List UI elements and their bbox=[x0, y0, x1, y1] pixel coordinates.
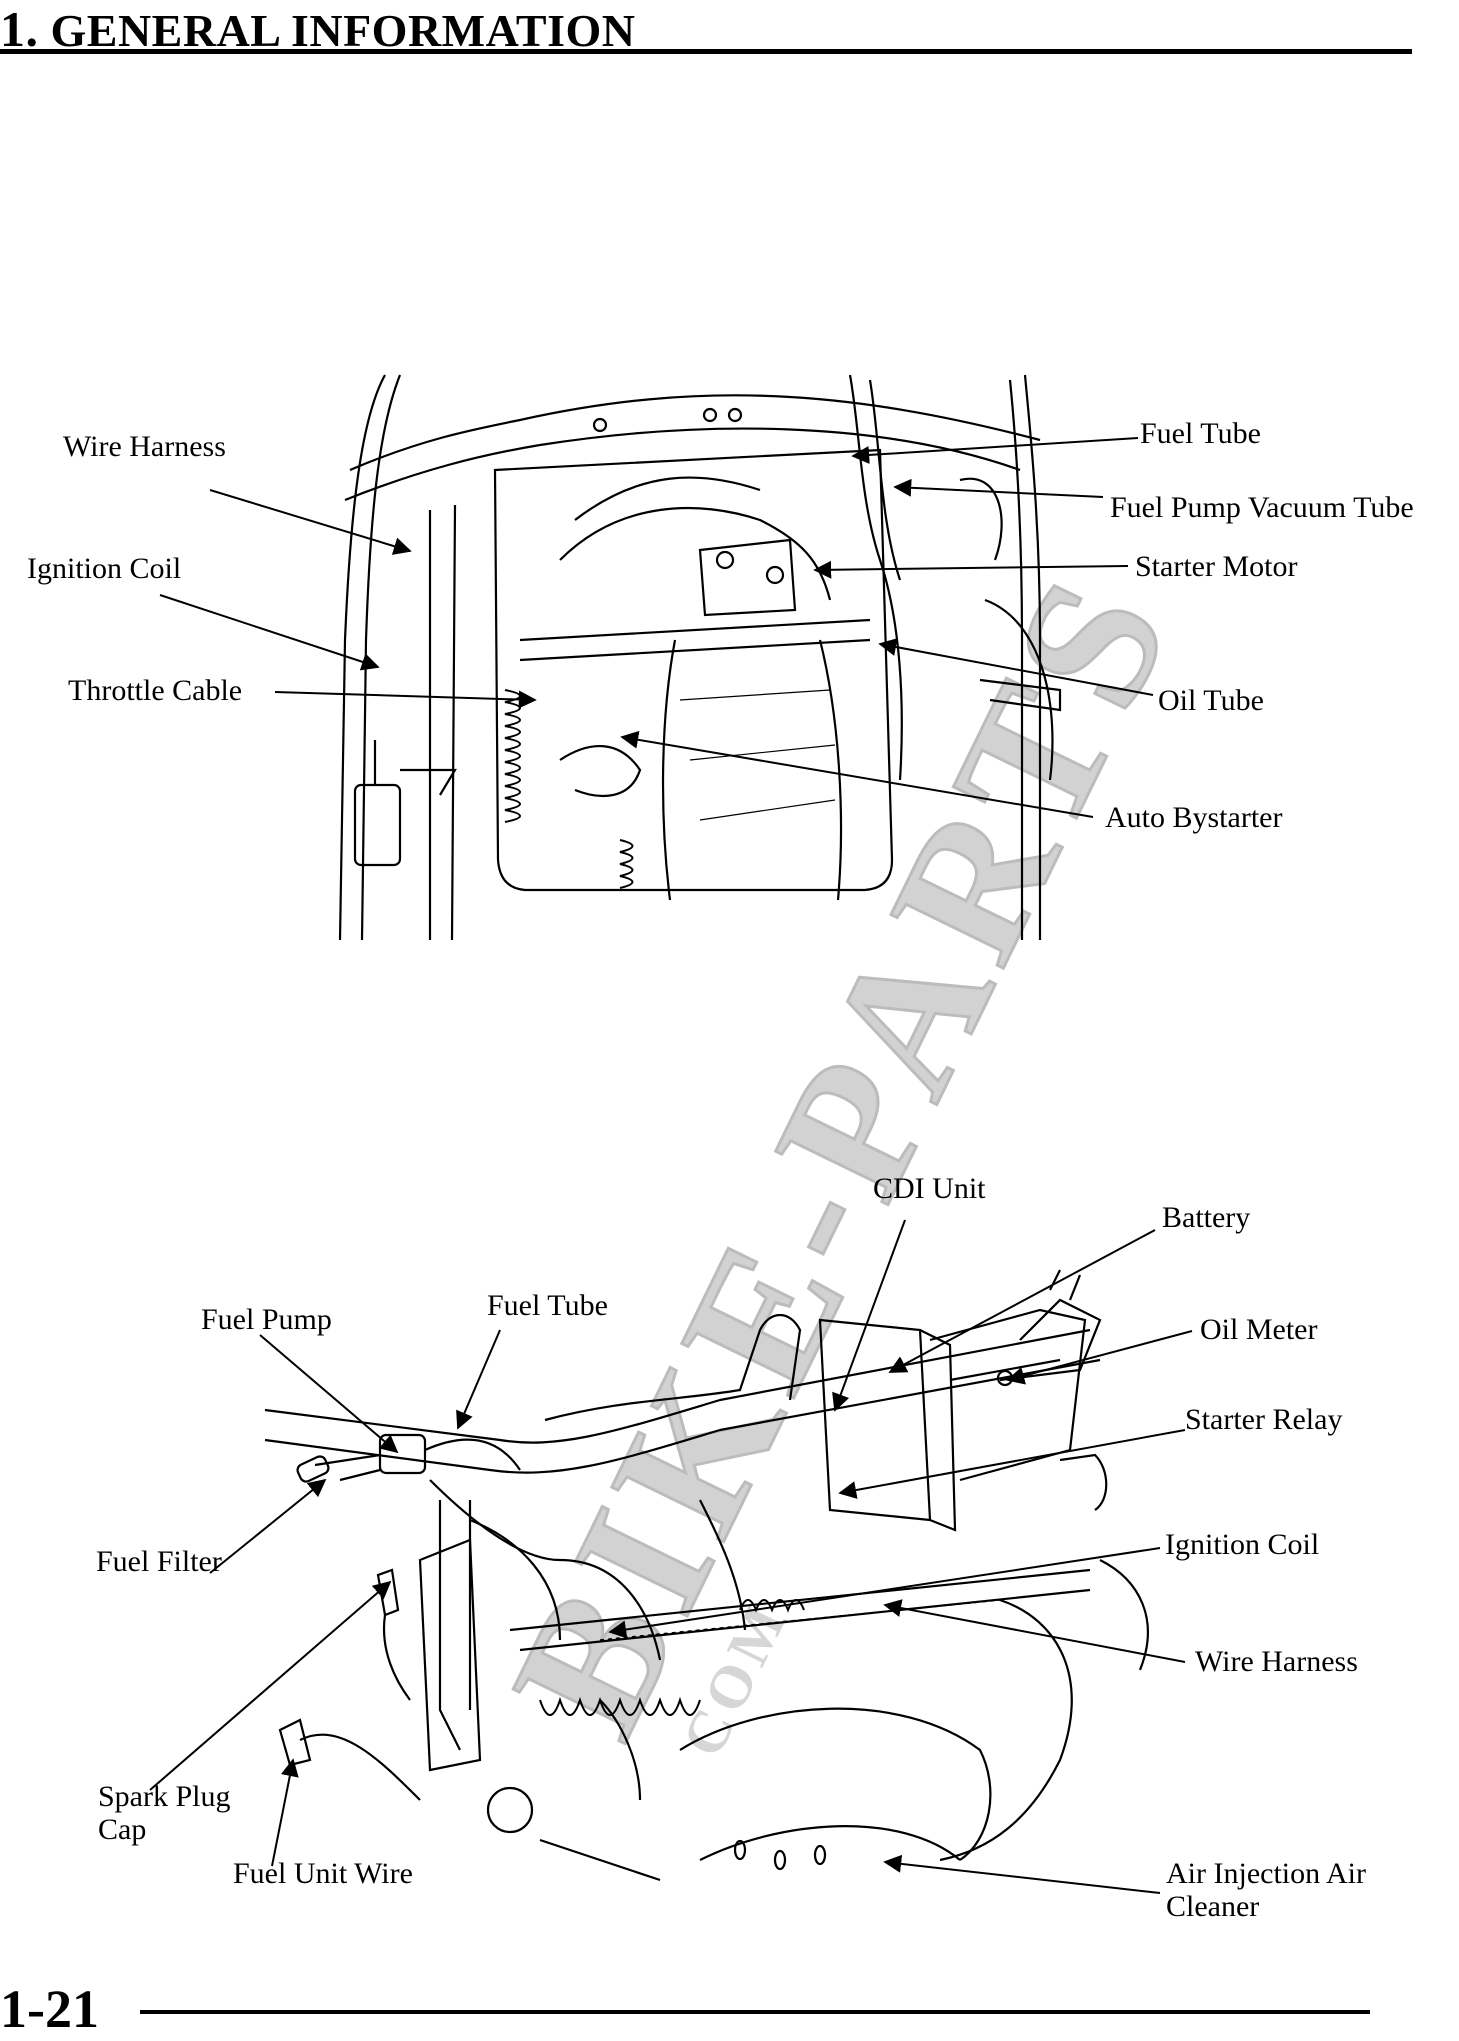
label-fuel-pump-vacuum-tube: Fuel Pump Vacuum Tube bbox=[1110, 491, 1414, 524]
leader-fuel-filter bbox=[209, 1478, 327, 1574]
label-wire-harness-bottom: Wire Harness bbox=[1195, 1645, 1358, 1678]
label-starter-motor: Starter Motor bbox=[1135, 550, 1298, 583]
leader-auto-bystarter bbox=[620, 730, 1094, 818]
leader-oil-meter bbox=[1006, 1330, 1193, 1385]
section-number: 1. bbox=[0, 1, 39, 57]
footer-rule bbox=[140, 2010, 1370, 2014]
leader-fuel-tube-bottom bbox=[456, 1329, 501, 1430]
header-rule bbox=[0, 49, 1412, 54]
label-ignition-coil-top: Ignition Coil bbox=[27, 552, 182, 585]
label-oil-meter: Oil Meter bbox=[1200, 1313, 1318, 1346]
label-spark-plug-cap-line2: Cap bbox=[98, 1813, 147, 1846]
leader-ignition-coil-bottom bbox=[608, 1547, 1161, 1639]
label-fuel-unit-wire: Fuel Unit Wire bbox=[233, 1857, 413, 1890]
section-title: GENERAL INFORMATION bbox=[50, 5, 636, 56]
label-spark-plug-cap: Spark Plug Cap bbox=[98, 1780, 231, 1846]
label-oil-tube: Oil Tube bbox=[1158, 684, 1264, 717]
page-number: 1-21 bbox=[0, 1979, 99, 2039]
leader-air-injection-air-cleaner bbox=[883, 1854, 1161, 1894]
leader-fuel-pump-vacuum-tube bbox=[893, 478, 1104, 498]
label-air-injection-air-cleaner: Air Injection Air Cleaner bbox=[1166, 1857, 1366, 1923]
leader-wire-harness-top bbox=[209, 489, 412, 555]
label-auto-bystarter: Auto Bystarter bbox=[1105, 801, 1283, 834]
label-wire-harness-top: Wire Harness bbox=[63, 430, 226, 463]
leader-ignition-coil-top bbox=[159, 594, 380, 671]
section-heading: 1. GENERAL INFORMATION bbox=[0, 0, 635, 58]
label-fuel-pump: Fuel Pump bbox=[201, 1303, 332, 1336]
leader-cdi-unit bbox=[832, 1219, 906, 1412]
leader-throttle-cable bbox=[274, 690, 537, 709]
label-battery: Battery bbox=[1162, 1201, 1251, 1234]
label-spark-plug-cap-line1: Spark Plug bbox=[98, 1780, 231, 1813]
leader-fuel-tube-top bbox=[851, 437, 1139, 464]
leader-battery bbox=[888, 1229, 1156, 1373]
leader-starter-relay bbox=[838, 1429, 1186, 1499]
label-throttle-cable: Throttle Cable bbox=[68, 674, 243, 707]
label-fuel-tube-bottom: Fuel Tube bbox=[487, 1289, 608, 1322]
label-starter-relay: Starter Relay bbox=[1185, 1403, 1343, 1436]
leader-oil-tube bbox=[878, 638, 1154, 696]
leader-fuel-pump bbox=[259, 1334, 399, 1454]
leader-wire-harness-bottom bbox=[883, 1599, 1186, 1663]
label-air-injection-line2: Cleaner bbox=[1166, 1890, 1260, 1923]
label-fuel-tube-top: Fuel Tube bbox=[1140, 417, 1261, 450]
leader-fuel-unit-wire bbox=[271, 1758, 299, 1867]
label-ignition-coil-bottom: Ignition Coil bbox=[1165, 1528, 1320, 1561]
label-cdi-unit: CDI Unit bbox=[873, 1172, 986, 1205]
label-fuel-filter: Fuel Filter bbox=[96, 1545, 222, 1578]
label-air-injection-line1: Air Injection Air bbox=[1166, 1857, 1366, 1890]
leader-starter-motor bbox=[813, 560, 1129, 579]
leader-spark-plug-cap bbox=[149, 1580, 392, 1791]
